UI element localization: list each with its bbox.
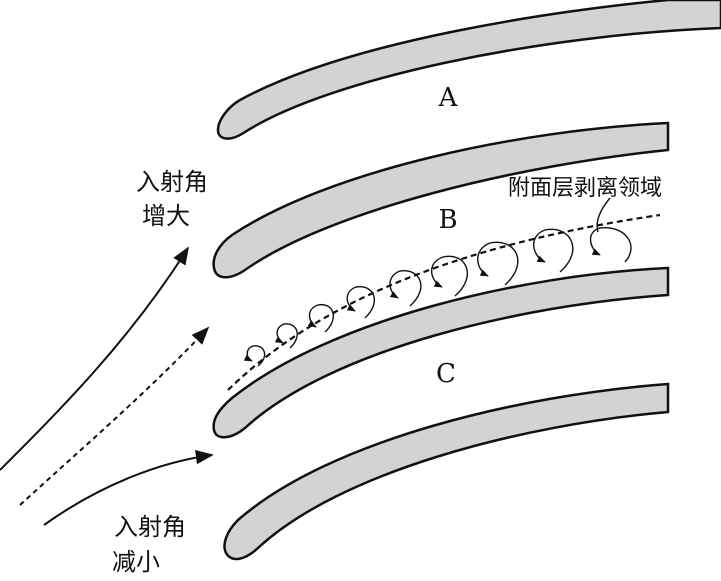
blade-3 bbox=[212, 266, 670, 439]
passage-label-b: B bbox=[438, 205, 457, 235]
passage-label-a: A bbox=[438, 83, 459, 113]
flow-arrow-design bbox=[19, 326, 210, 506]
separation-vortices bbox=[243, 227, 632, 367]
flow-arrow-increase bbox=[0, 246, 189, 471]
separation-boundary bbox=[227, 213, 661, 391]
passage-label-c: C bbox=[436, 359, 456, 389]
separation-leader-line bbox=[596, 197, 611, 233]
flow-arrow-decrease bbox=[43, 450, 214, 526]
separation-zone-label: 附面层剥离领域 bbox=[508, 176, 662, 201]
blade-4 bbox=[223, 382, 670, 561]
incidence-increase-label-line1: 入射角 bbox=[136, 168, 208, 196]
incidence-decrease-label-line1: 入射角 bbox=[114, 513, 186, 541]
blade-2 bbox=[212, 121, 670, 279]
blade-1 bbox=[216, 0, 721, 140]
incidence-decrease-label-line2: 减小 bbox=[112, 548, 160, 576]
incidence-increase-label-line2: 增大 bbox=[142, 202, 190, 230]
